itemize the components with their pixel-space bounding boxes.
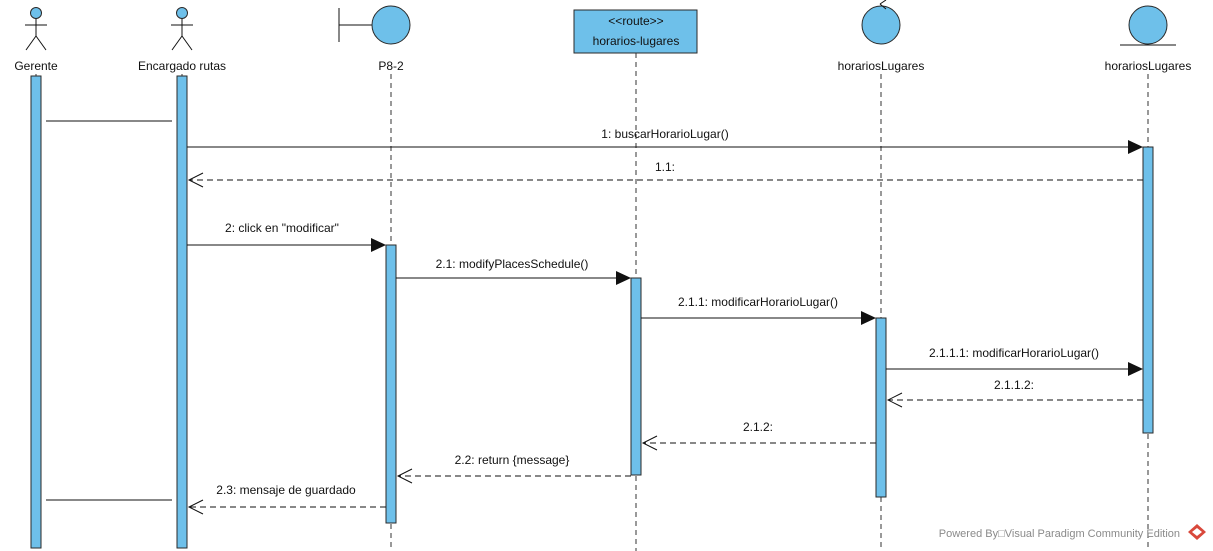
entity-horarios-lugares[interactable]	[1120, 5, 1176, 46]
route-stereotype: <<route>>	[608, 14, 663, 28]
message-2-2-label: 2.2: return {message}	[455, 453, 570, 467]
message-2-1-2[interactable]	[641, 435, 876, 451]
activation-control	[875, 317, 887, 498]
arrowhead-icon	[616, 271, 631, 285]
control-icon	[861, 5, 901, 45]
boundary-p82[interactable]	[338, 5, 411, 45]
activation-p82	[385, 244, 397, 524]
actor-gerente[interactable]	[25, 7, 47, 51]
actor-head-icon	[30, 7, 42, 19]
participant-label-entity: horariosLugares	[1105, 59, 1192, 73]
message-1-label: 1: buscarHorarioLugar()	[601, 127, 728, 141]
watermark-text: Powered By□Visual Paradigm Community Edi…	[939, 528, 1180, 540]
participant-label-encargado: Encargado rutas	[138, 59, 226, 73]
message-2-3-label: 2.3: mensaje de guardado	[216, 483, 356, 497]
message-2-1-2-label: 2.1.2:	[743, 420, 773, 434]
activation-encargado	[176, 75, 188, 549]
participant-label-p82: P8-2	[378, 59, 404, 73]
message-1-1[interactable]	[187, 172, 1143, 188]
message-label-background	[188, 481, 378, 497]
open-arrow-icon	[886, 392, 903, 408]
activation-gerente	[30, 75, 42, 549]
message-2-label: 2: click en "modificar"	[225, 221, 339, 235]
open-arrow-icon	[187, 172, 204, 188]
message-2-1-1-1-label: 2.1.1.1: modificarHorarioLugar()	[929, 346, 1099, 360]
message-1[interactable]	[187, 140, 1143, 154]
message-2[interactable]	[187, 238, 386, 252]
message-2-3[interactable]	[187, 499, 386, 515]
route-box[interactable]: <<route>> horarios-lugares	[573, 9, 698, 54]
control-horarios-lugares[interactable]	[861, 0, 901, 45]
activation-entity	[1142, 146, 1154, 434]
actor-head-icon	[176, 7, 188, 19]
message-2-1[interactable]	[396, 271, 631, 285]
message-2-2[interactable]	[396, 468, 631, 484]
participant-label-gerente: Gerente	[14, 59, 58, 73]
message-2-1-1-2[interactable]	[886, 392, 1143, 408]
open-arrow-icon	[641, 435, 658, 451]
entity-icon	[1128, 5, 1168, 45]
message-2-1-1[interactable]	[641, 311, 876, 325]
open-arrow-icon	[187, 499, 204, 515]
arrowhead-icon	[1128, 362, 1143, 376]
message-2-1-1-label: 2.1.1: modificarHorarioLugar()	[678, 295, 838, 309]
message-1-1-label: 1.1:	[655, 160, 675, 174]
actor-encargado[interactable]	[171, 7, 193, 51]
message-2-1-label: 2.1: modifyPlacesSchedule()	[436, 257, 589, 271]
route-name: horarios-lugares	[593, 34, 680, 48]
participant-label-control: horariosLugares	[838, 59, 925, 73]
open-arrow-icon	[396, 468, 413, 484]
arrowhead-icon	[371, 238, 386, 252]
message-2-1-1-1[interactable]	[886, 362, 1143, 376]
arrowhead-icon	[861, 311, 876, 325]
message-2-1-1-2-label: 2.1.1.2:	[994, 378, 1034, 392]
activation-route	[630, 277, 642, 476]
arrowhead-icon	[1128, 140, 1143, 154]
vp-logo-icon	[1188, 524, 1206, 540]
